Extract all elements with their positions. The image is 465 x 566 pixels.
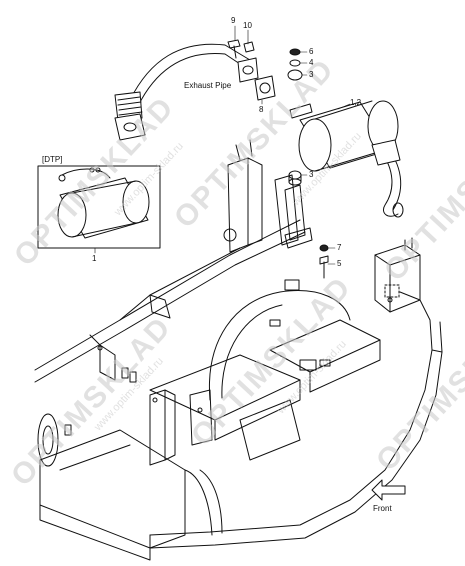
exhaust-pipe-label: Exhaust Pipe xyxy=(184,81,232,90)
gasket-part xyxy=(254,75,276,101)
callout-10: 10 xyxy=(243,21,252,30)
callout-9: 9 xyxy=(231,16,236,25)
dtp-label: [DTP] xyxy=(42,155,63,164)
callout-6: 6 xyxy=(309,47,314,56)
exhaust-pipe-part xyxy=(114,43,259,141)
callout-1-2: 1,2 xyxy=(350,98,362,107)
front-label: Front xyxy=(373,504,392,513)
leader-lines xyxy=(94,25,351,265)
bolt-5-part xyxy=(319,255,329,279)
muffler-part xyxy=(289,100,404,218)
nut-10-part xyxy=(243,41,255,53)
bolt-7-part xyxy=(319,244,329,252)
muffler-bracket xyxy=(284,184,313,249)
front-arrow-icon xyxy=(371,479,406,501)
callout-4: 4 xyxy=(309,58,314,67)
callout-3-lower: 3 xyxy=(309,170,314,179)
callout-8: 8 xyxy=(259,105,264,114)
callout-5: 5 xyxy=(337,259,342,268)
callout-1: 1 xyxy=(92,254,97,263)
callout-3-upper: 3 xyxy=(309,70,314,79)
chassis-frame xyxy=(34,139,443,561)
mount-3-part xyxy=(288,170,302,186)
bolt-9-part xyxy=(227,39,241,59)
dtp-inset xyxy=(37,165,161,249)
callout-7: 7 xyxy=(337,243,342,252)
